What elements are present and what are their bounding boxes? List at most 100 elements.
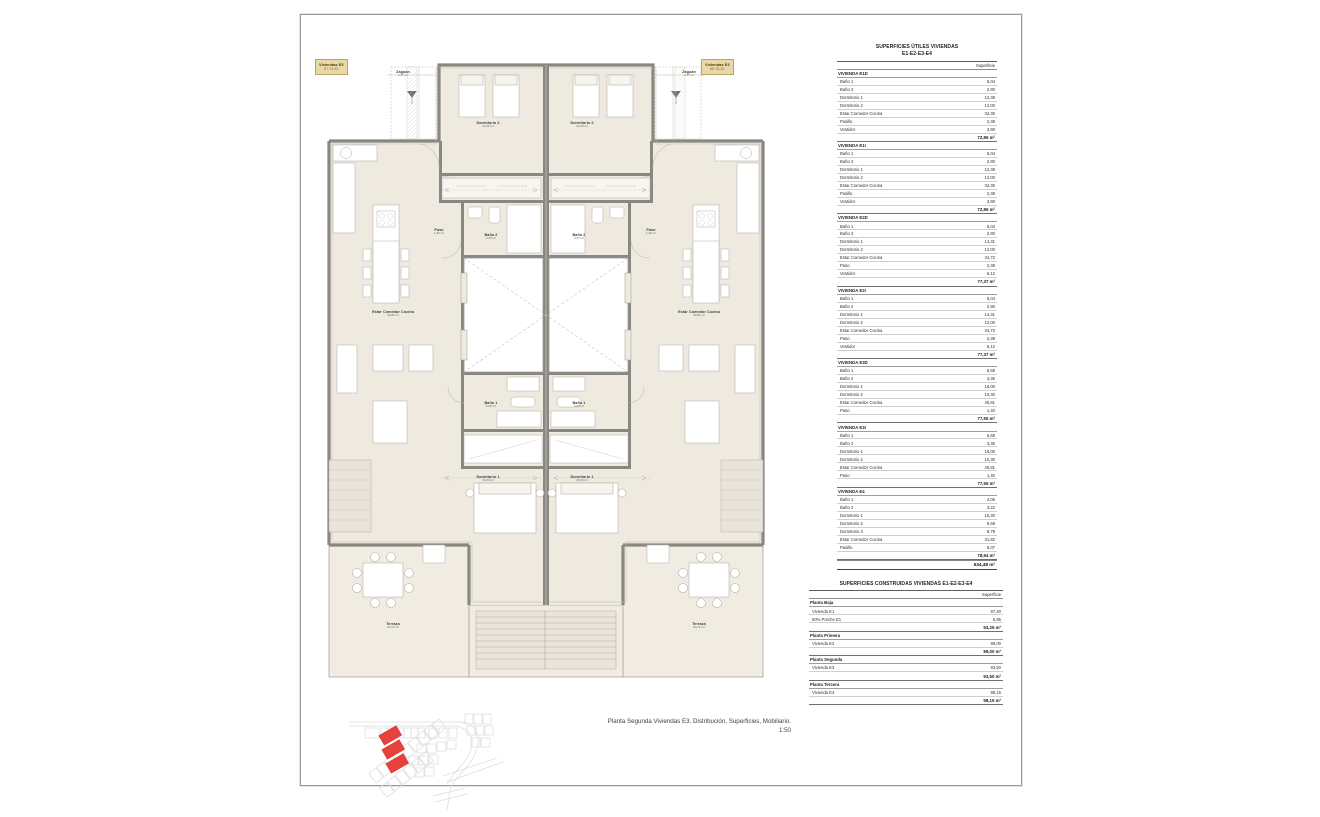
floor-plan: Viviendas E3 67-74-81 Viviendas E3 68-75…	[311, 45, 791, 811]
table-row-value: 12,38	[984, 94, 995, 100]
table-row-label: Dormitorio 1	[840, 512, 863, 518]
table-row-label: Dormitorio 2	[840, 102, 863, 108]
table-row-value: 12,00	[984, 247, 995, 253]
unit-tag-left[interactable]: Viviendas E3 67-74-81	[315, 59, 348, 75]
room-area: 10,30 m²	[576, 124, 588, 129]
table-row-value: 40,81	[984, 400, 995, 406]
table-row-label: Dormitorio 1	[840, 94, 863, 100]
table-row-label: Dormitorio 1	[840, 239, 863, 245]
table-row-value: 5,04	[986, 78, 995, 84]
table-row-label: Dormitorio 2	[840, 175, 863, 181]
room-name: Dormitorio 1	[476, 475, 500, 479]
table-row-label: Dormitorio 1	[840, 311, 863, 317]
room-area: 1,40 m²	[645, 231, 657, 236]
room-area: 40,81 m²	[693, 313, 705, 318]
table-row-value: 5,04	[986, 151, 995, 157]
table-row-label: Dormitorio 1	[840, 167, 863, 173]
keymap-highlight-units	[378, 725, 410, 774]
table-row-value: 10,30	[984, 392, 995, 398]
table-row-label: Baño 2	[840, 440, 854, 446]
table-row-value: 6,12	[986, 343, 995, 349]
table-row-value: 5,04	[986, 223, 995, 229]
table-group-header: VIVIENDA E1I	[837, 142, 997, 151]
table-superficies-utiles: SUPERFICIES ÚTILES VIVIENDAS E1-E2-E3-E4…	[837, 43, 997, 570]
room-name: Zaguán	[682, 70, 696, 74]
table-utiles-header: Superficie	[837, 62, 997, 70]
table-row-label: Pasillo	[840, 544, 853, 550]
table-row-label: Pasillo	[840, 118, 853, 124]
table-row-value: 87,40	[990, 608, 1001, 614]
table-construidas-title-text: SUPERFICIES CONSTRUIDAS VIVIENDAS E1-E2-…	[839, 581, 973, 587]
table-row-value: 89,00	[990, 640, 1001, 646]
room-name: Baño 2	[572, 233, 586, 237]
table-group-header: VIVIENDA E2D	[837, 214, 997, 223]
table-row-label: Estar Comedor Cocina	[840, 327, 883, 333]
table-row-value: 12,00	[984, 102, 995, 108]
table-row-value: 15,30	[984, 512, 995, 518]
room-name: Terraza	[386, 622, 400, 626]
room-area: 2,47 m²	[397, 73, 409, 78]
unit-tag-right[interactable]: Viviendas E3 68-75-82	[701, 59, 734, 75]
table-row-label: Dormitorio 2	[840, 247, 863, 253]
room-name: Dormitorio 2	[570, 121, 594, 125]
table-superficies-construidas: SUPERFICIES CONSTRUIDAS VIVIENDAS E1-E2-…	[809, 580, 1003, 706]
table-row-value: 2,38	[986, 263, 995, 269]
table-row-value: 12,00	[984, 319, 995, 325]
table-construidas-header: Superficie	[809, 591, 1003, 600]
scale-text: 1:50	[778, 727, 791, 735]
room-name: Baño 1	[572, 401, 586, 405]
table-row: Baño 1 5,04	[837, 150, 997, 159]
table-row-label: Baño 2	[840, 86, 854, 92]
table-row-label: Paso	[840, 472, 850, 478]
table-row-value: 6,12	[986, 271, 995, 277]
table-row-value: 3,36	[986, 376, 995, 382]
table-row-value: 34,72	[984, 255, 995, 261]
unit-tag-left-title: Viviendas E3	[319, 62, 344, 67]
table-row-label: Baño 1	[840, 151, 854, 157]
table-row-label: Paso	[840, 263, 850, 269]
table-row-label: Vivienda E4	[812, 689, 835, 695]
table-row: Dormitorio 2 12,00	[837, 246, 997, 255]
table-row-value: 4,06	[986, 496, 995, 502]
table-group-header: VIVIENDA E4	[837, 488, 997, 496]
table-row-label: Vestidor	[840, 126, 856, 132]
table-row-label: Baño 1	[840, 432, 854, 438]
table-group-subtotal: 93,50 m²	[809, 672, 1003, 681]
caption-text: Planta Segunda Viviendas E3. Distribució…	[607, 718, 791, 725]
table-group-header: VIVIENDA E2I	[837, 287, 997, 295]
room-area: 2,47 m²	[683, 73, 695, 78]
drawing-sheet: Viviendas E3 67-74-81 Viviendas E3 68-75…	[300, 14, 1022, 811]
table-row-value: 16,00	[984, 448, 995, 454]
room-name: Zaguán	[396, 70, 410, 74]
